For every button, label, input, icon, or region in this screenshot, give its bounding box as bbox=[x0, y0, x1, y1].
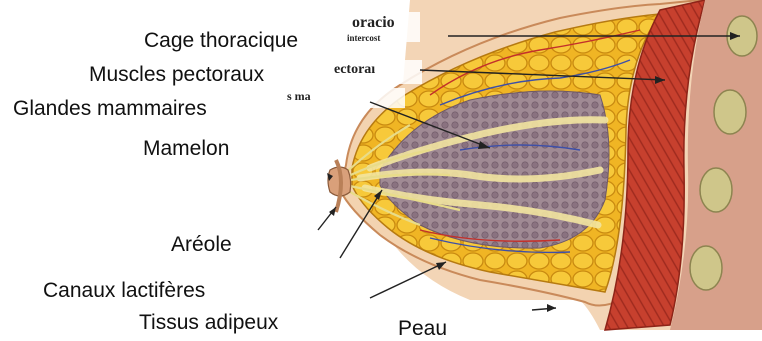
label-canaux-lactiferes: Canaux lactifères bbox=[43, 279, 205, 303]
label-areole: Aréole bbox=[171, 233, 232, 257]
label-glandes-mammaires: Glandes mammaires bbox=[13, 97, 207, 121]
label-muscles-pectoraux: Muscles pectoraux bbox=[89, 63, 264, 87]
label-peau: Peau bbox=[398, 317, 447, 341]
residue-text: s ma bbox=[287, 89, 311, 104]
label-mamelon: Mamelon bbox=[143, 137, 229, 161]
residue-text: ectoraı bbox=[334, 62, 375, 78]
label-cage-thoracique: Cage thoracique bbox=[144, 29, 298, 53]
residue-text: oracio bbox=[352, 14, 395, 32]
residue-text: intercost bbox=[347, 33, 380, 43]
label-tissus-adipeux: Tissus adipeux bbox=[139, 311, 278, 335]
